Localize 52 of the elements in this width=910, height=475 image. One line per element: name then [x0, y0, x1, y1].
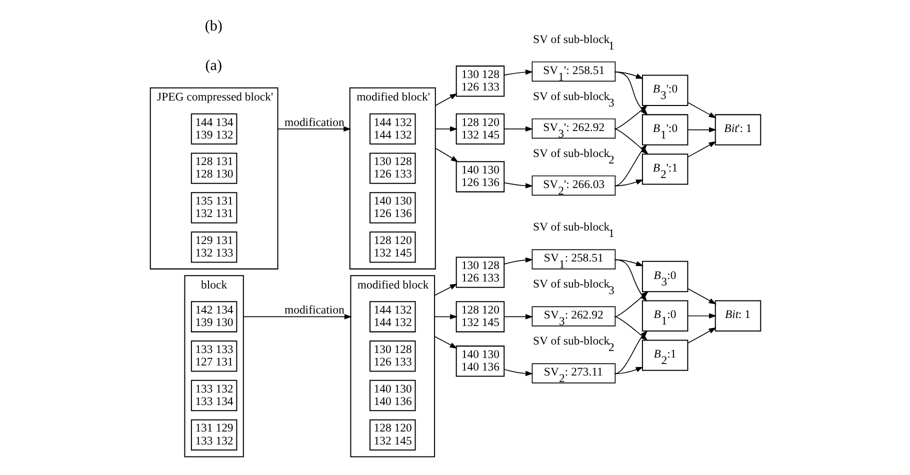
node-box: 128 120 132 145: [368, 232, 416, 263]
arrow: [687, 327, 716, 344]
arrow: [614, 259, 644, 266]
node-box: 131 129 133 132: [190, 419, 237, 451]
label: (a): [204, 58, 222, 74]
node-box: 133 133 127 131: [190, 340, 237, 372]
node-box: 144 132 144 132: [368, 301, 416, 332]
node-box: 140 130 126 136: [455, 161, 504, 192]
arrow: [434, 93, 457, 106]
arrow: [687, 102, 716, 118]
arrow: [687, 313, 716, 319]
arrow: [434, 284, 457, 296]
arrow: [276, 126, 351, 132]
edge-label: modification: [284, 304, 344, 317]
node-box: 130 128 126 133: [368, 340, 416, 372]
arrow: [614, 366, 643, 374]
arrow: [687, 141, 716, 158]
arrow: [614, 180, 644, 186]
node-box: 128 120 132 145: [455, 301, 504, 332]
arrow: [434, 336, 457, 349]
label: (b): [204, 18, 222, 34]
arrow: [687, 127, 716, 132]
node-box: 140 130 140 136: [455, 346, 504, 377]
node-box: 142 134 139 130: [190, 301, 237, 332]
arrow: [242, 314, 352, 320]
node-box: 128 120 132 145: [455, 113, 504, 145]
node-box: 130 128 126 133: [455, 66, 504, 97]
arrow: [687, 288, 716, 304]
node-box: Bit': 1: [714, 114, 761, 146]
arrow: [503, 70, 533, 76]
arrow: [503, 314, 533, 320]
node-box: 133 132 133 134: [190, 380, 237, 412]
arrow: [434, 126, 458, 132]
arrow: [434, 148, 458, 162]
edge-label: modification: [284, 116, 344, 129]
node-box: 128 131 128 130: [190, 152, 237, 184]
node-box: 144 132 144 132: [368, 113, 416, 145]
node-box: 140 130 126 136: [368, 192, 416, 224]
node-box: 129 131 132 133: [190, 232, 237, 263]
arrow: [503, 257, 533, 264]
arrow: [503, 368, 533, 376]
arrow: [503, 126, 533, 132]
arrow: [614, 72, 643, 79]
arrow: [503, 182, 533, 188]
node-box: 140 130 140 136: [368, 380, 416, 412]
arrow: [434, 314, 458, 320]
node-box: 130 128 126 133: [455, 256, 504, 288]
node-box: 130 128 126 133: [368, 152, 416, 184]
node-box: 144 134 139 132: [190, 113, 237, 145]
node-box: Bit: 1: [714, 300, 761, 332]
node-box: 128 120 132 145: [368, 419, 416, 451]
node-box: 135 131 132 131: [190, 192, 237, 224]
